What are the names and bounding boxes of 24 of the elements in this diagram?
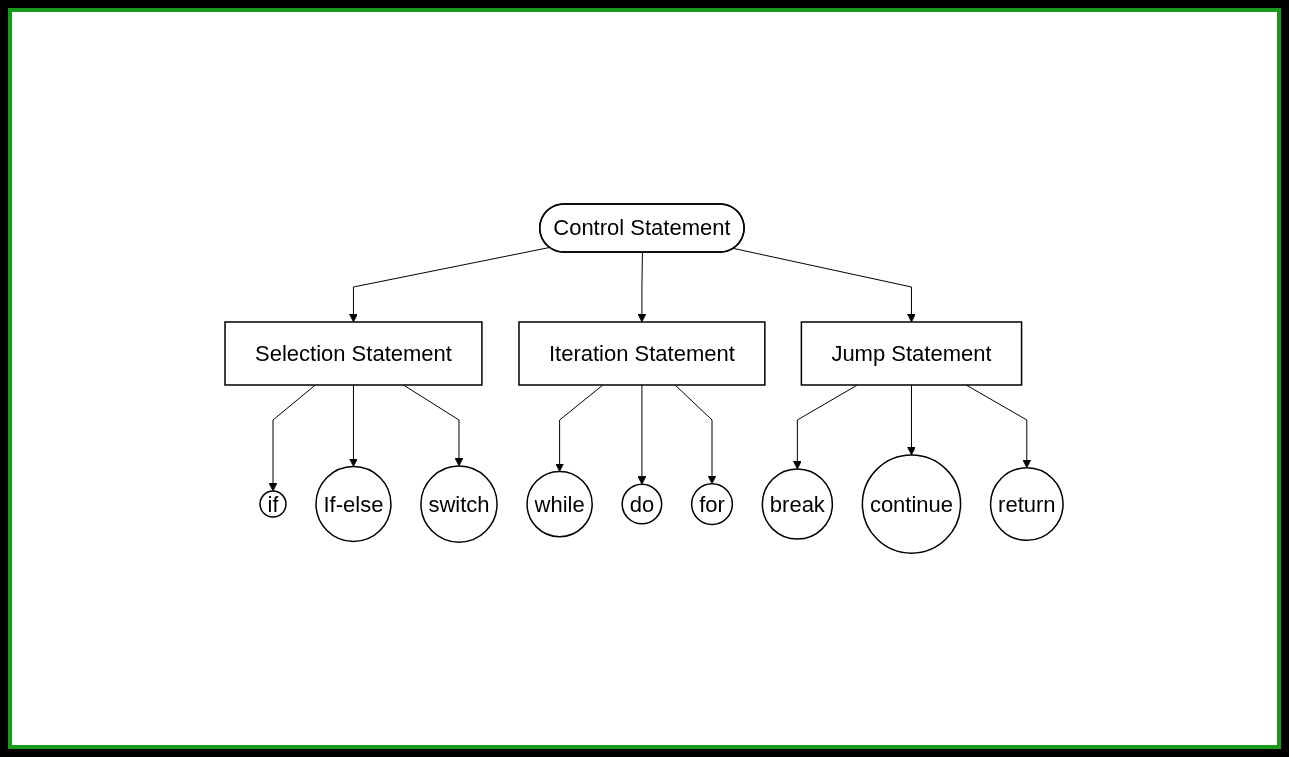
arrow [793,384,859,470]
arrow [638,384,647,485]
arrow [907,384,917,456]
arrow [966,384,1032,469]
arrow [403,384,464,467]
arrow [638,251,647,323]
node-circle: return [990,467,1065,541]
node-circle: while [526,470,594,538]
node-circle: do [621,483,663,525]
node-box: Jump Statement [801,321,1023,386]
node-circle: switch [420,465,499,543]
arrow [349,246,551,323]
node-box: Iteration Statement [518,321,767,386]
arrow [675,384,717,485]
node-circle: If-else [315,465,393,543]
node-circle: continue [862,454,962,554]
node-circle: break [762,468,834,540]
arrow [555,384,604,472]
arrow [269,384,317,492]
node-circle: if [259,490,288,518]
node-box: Selection Statement [224,321,484,386]
arrow [733,247,917,323]
arrow [349,384,359,467]
node-circle: for [691,482,734,526]
